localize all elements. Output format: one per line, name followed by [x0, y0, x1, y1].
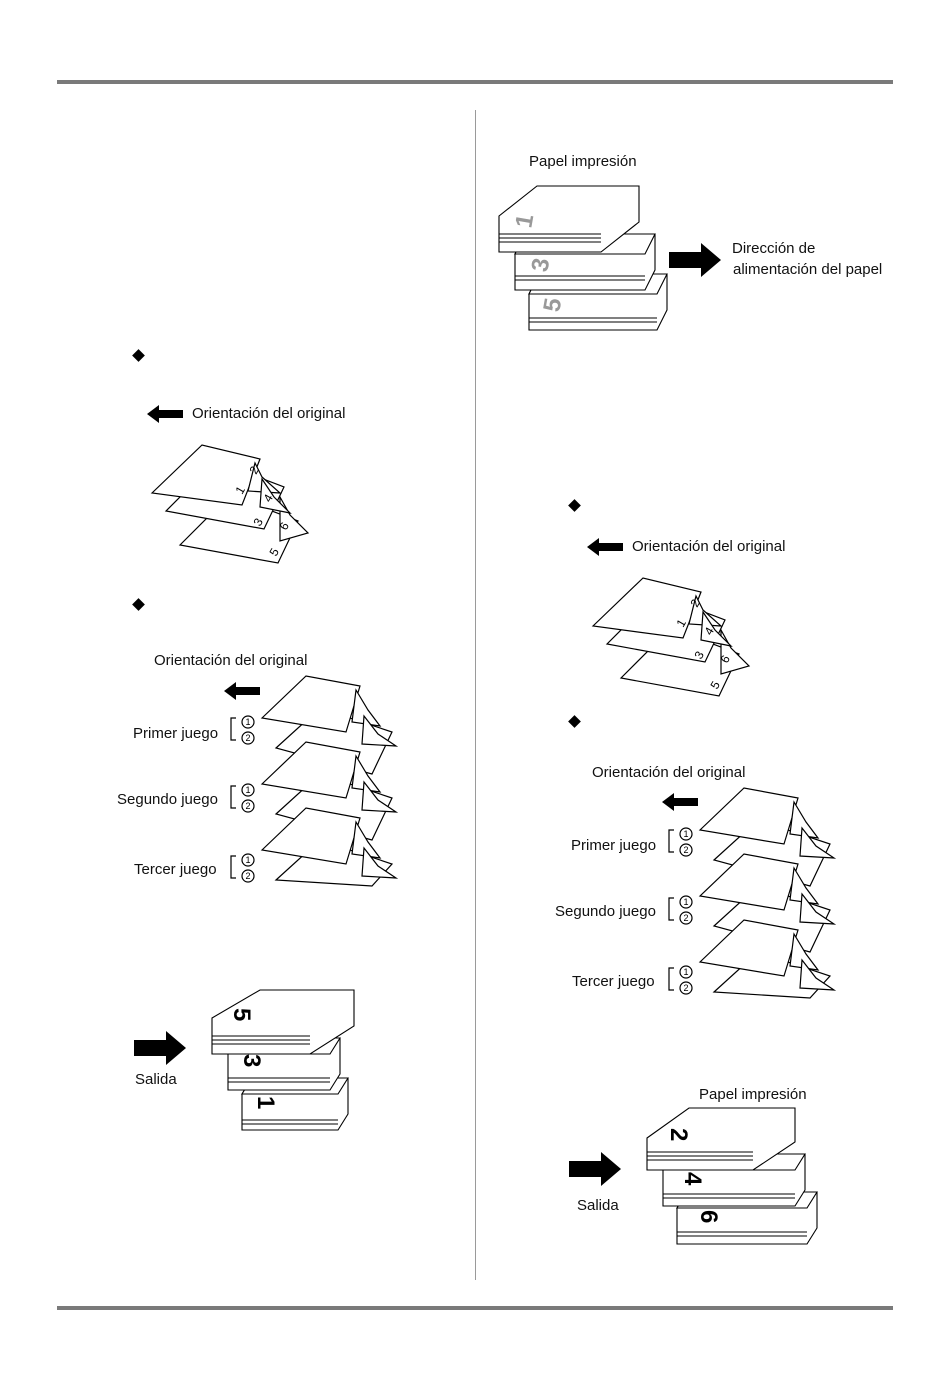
bullet-diamond-icon: [568, 499, 581, 512]
set-label-3: Tercer juego: [572, 973, 655, 990]
svg-text:2: 2: [683, 983, 688, 993]
bullet-diamond-icon: [132, 349, 145, 362]
stack-number-6: 6: [695, 1210, 722, 1223]
output-stack-diagram: 5 3 1: [211, 989, 355, 1131]
feed-number-1: 1: [510, 212, 539, 230]
set-bracket-icons: 1 2 1 2 1 2: [668, 827, 693, 995]
set-label-2: Segundo juego: [117, 791, 218, 808]
arrow-left-icon: [587, 538, 623, 556]
duplex-sets-diagram: [260, 675, 399, 887]
stack-number-4: 4: [679, 1172, 706, 1186]
bullet-diamond-icon: [568, 715, 581, 728]
stack-number-3: 3: [238, 1054, 265, 1067]
bottom-rule: [57, 1306, 893, 1310]
arrow-right-icon: [669, 243, 721, 277]
output-stack-diagram: 2 4 6: [646, 1107, 818, 1245]
arrow-left-icon: [662, 793, 698, 811]
bullet-diamond-icon: [132, 598, 145, 611]
arrow-right-icon: [569, 1152, 621, 1186]
stack-number-2: 2: [665, 1128, 692, 1141]
set-label-1: Primer juego: [133, 725, 219, 742]
column-divider: [475, 110, 476, 1280]
feed-number-3: 3: [526, 256, 555, 274]
output-label: Salida: [135, 1071, 177, 1088]
set-label-3: Tercer juego: [134, 861, 217, 878]
svg-text:1: 1: [683, 967, 688, 977]
paper-label-top: Papel impresión: [529, 153, 637, 170]
output-label: Salida: [577, 1197, 619, 1214]
top-rule: [57, 80, 893, 84]
svg-text:2: 2: [245, 801, 250, 811]
original-pages-diagram: 1 2 3 4 5 6: [150, 444, 310, 564]
orientation-label: Orientación del original: [154, 652, 308, 669]
stack-number-1: 1: [252, 1096, 279, 1109]
svg-text:1: 1: [245, 717, 250, 727]
set-bracket-icons: 1 2 1 2 1 2: [230, 715, 255, 883]
svg-text:2: 2: [245, 871, 250, 881]
feed-direction-label-2: alimentación del papel: [733, 261, 883, 278]
orientation-label: Orientación del original: [592, 764, 746, 781]
page-1-sheet: [150, 444, 292, 514]
svg-text:1: 1: [683, 829, 688, 839]
svg-text:2: 2: [683, 913, 688, 923]
duplex-sets-diagram: [698, 787, 837, 999]
feed-number-5: 5: [538, 296, 567, 314]
arrow-right-icon: [134, 1031, 186, 1065]
original-pages-diagram: 1 2 3 4 5 6: [591, 577, 751, 697]
svg-text:1: 1: [245, 855, 250, 865]
orientation-label: Orientación del original: [192, 405, 346, 422]
svg-text:1: 1: [683, 897, 688, 907]
feed-direction-label-1: Dirección de: [732, 240, 816, 257]
feed-stack-diagram: 1 3 5: [498, 185, 668, 331]
paper-label-bottom: Papel impresión: [699, 1086, 807, 1103]
svg-text:2: 2: [245, 733, 250, 743]
set-label-2: Segundo juego: [555, 903, 656, 920]
arrow-left-icon: [147, 405, 183, 423]
svg-text:1: 1: [245, 785, 250, 795]
stack-number-5: 5: [228, 1008, 255, 1021]
svg-text:2: 2: [683, 845, 688, 855]
orientation-label: Orientación del original: [632, 538, 786, 555]
arrow-left-icon: [224, 682, 260, 700]
set-label-1: Primer juego: [571, 837, 657, 854]
